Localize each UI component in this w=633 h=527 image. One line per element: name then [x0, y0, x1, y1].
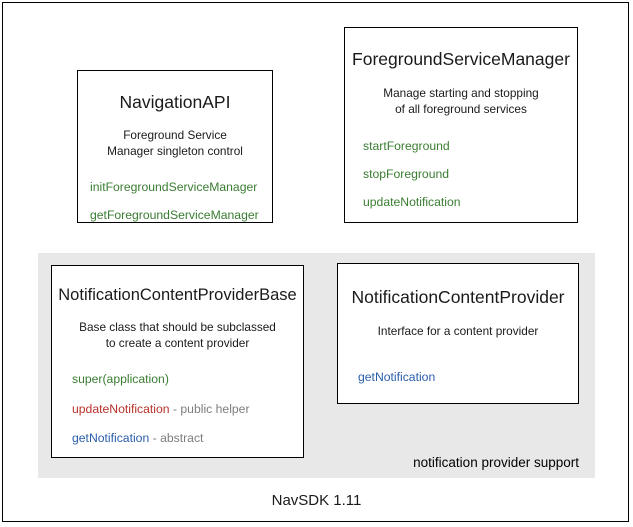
class-description-line: Foreground Service [123, 128, 227, 143]
class-title-navigation-api: NavigationAPI [119, 92, 231, 112]
class-member[interactable]: updateNotification [363, 196, 577, 208]
class-title-notification-content-provider-base: NotificationContentProviderBase [58, 286, 297, 304]
class-members-notification-content-provider: getNotification [338, 371, 578, 383]
class-member-name: startForeground [363, 138, 450, 153]
class-description-line: to create a content provider [105, 335, 250, 350]
class-member[interactable]: initForegroundServiceManager [90, 179, 272, 194]
class-member-suffix: - abstract [149, 430, 204, 445]
class-member[interactable]: super(application) [72, 373, 303, 385]
class-member[interactable]: startForeground [363, 138, 577, 153]
class-description-line: of all foreground services [395, 101, 527, 116]
class-box-notification-content-provider[interactable]: NotificationContentProvider Interface fo… [337, 263, 579, 404]
class-member-name: getNotification [72, 430, 150, 445]
class-description-foreground-service-manager: Manage starting and stopping of all fore… [345, 86, 577, 117]
class-description-line: Interface for a content provider [377, 324, 539, 339]
class-member[interactable]: stopForeground [363, 168, 577, 180]
class-description-navigation-api: Foreground Service Manager singleton con… [78, 128, 272, 159]
class-member-name: getForegroundServiceManager [90, 207, 259, 222]
class-title-notification-content-provider: NotificationContentProvider [351, 287, 565, 307]
class-member-suffix: - public helper [169, 401, 250, 416]
class-box-navigation-api[interactable]: NavigationAPI Foreground Service Manager… [77, 70, 273, 223]
class-members-foreground-service-manager: startForeground stopForeground updateNot… [345, 138, 577, 209]
class-member-name: getNotification [358, 369, 436, 384]
class-description-notification-content-provider: Interface for a content provider [338, 324, 578, 340]
class-description-line: Base class that should be subclassed [79, 319, 276, 334]
class-member[interactable]: getForegroundServiceManager [90, 209, 272, 221]
class-members-notification-content-provider-base: super(application) updateNotification - … [52, 373, 303, 444]
class-description-line: Manage starting and stopping [383, 86, 539, 101]
class-member[interactable]: getNotification [358, 371, 578, 383]
class-title-foreground-service-manager: ForegroundServiceManager [352, 49, 570, 69]
group-region-label: notification provider support [413, 455, 579, 470]
class-description-notification-content-provider-base: Base class that should be subclassed to … [52, 320, 303, 351]
class-box-notification-content-provider-base[interactable]: NotificationContentProviderBase Base cla… [51, 265, 304, 458]
diagram-footer-caption: NavSDK 1.11 [271, 492, 362, 509]
class-member-name: super(application) [72, 372, 169, 387]
class-member[interactable]: updateNotification - public helper [72, 401, 303, 416]
class-member-name: initForegroundServiceManager [90, 179, 258, 194]
class-member-name: updateNotification [363, 194, 461, 209]
class-box-foreground-service-manager[interactable]: ForegroundServiceManager Manage starting… [344, 27, 578, 223]
class-member-name: stopForeground [363, 166, 450, 181]
class-members-navigation-api: initForegroundServiceManager getForegrou… [78, 179, 272, 221]
class-description-line: Manager singleton control [107, 143, 243, 158]
class-member-name: updateNotification [72, 401, 170, 416]
class-member[interactable]: getNotification - abstract [72, 432, 303, 444]
